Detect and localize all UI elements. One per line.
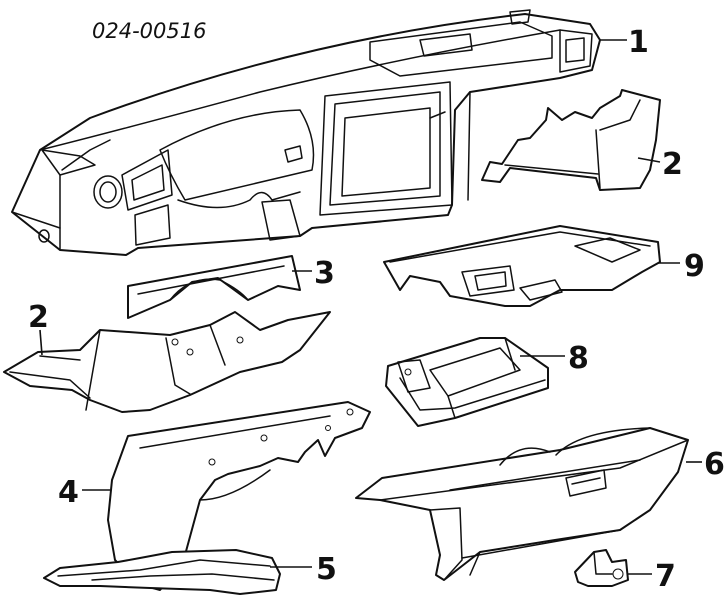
reference-code: 024-00516	[92, 19, 206, 43]
part-3-knee-panel	[127, 255, 301, 319]
callout-label-5: 5	[316, 552, 337, 587]
callout-label-2-lower: 2	[28, 300, 49, 335]
callout-label-9: 9	[684, 249, 705, 284]
callout-label-1: 1	[628, 25, 649, 60]
leader-2-upper	[637, 157, 661, 163]
callout-labels: 1 2 9 3 2 8 4 6 5 7	[28, 25, 725, 594]
part-8-bracket	[385, 337, 549, 427]
callout-label-8: 8	[568, 341, 589, 376]
part-2-upper-side-panel	[481, 89, 661, 191]
part-5-insulation-pad	[43, 549, 281, 595]
callout-label-7: 7	[655, 559, 676, 594]
callout-label-4: 4	[58, 475, 79, 510]
part-9-lower-tray	[383, 225, 661, 307]
callout-label-6: 6	[704, 447, 725, 482]
callout-label-3: 3	[314, 256, 335, 291]
part-2-lower-side-panel	[3, 311, 331, 413]
part-7-latch	[574, 549, 629, 587]
part-1-dashboard	[11, 9, 601, 256]
part-6-glovebox	[355, 427, 689, 581]
callout-label-2-upper: 2	[662, 147, 683, 182]
leader-2-lower	[39, 329, 43, 356]
callout-leaders	[39, 39, 702, 575]
